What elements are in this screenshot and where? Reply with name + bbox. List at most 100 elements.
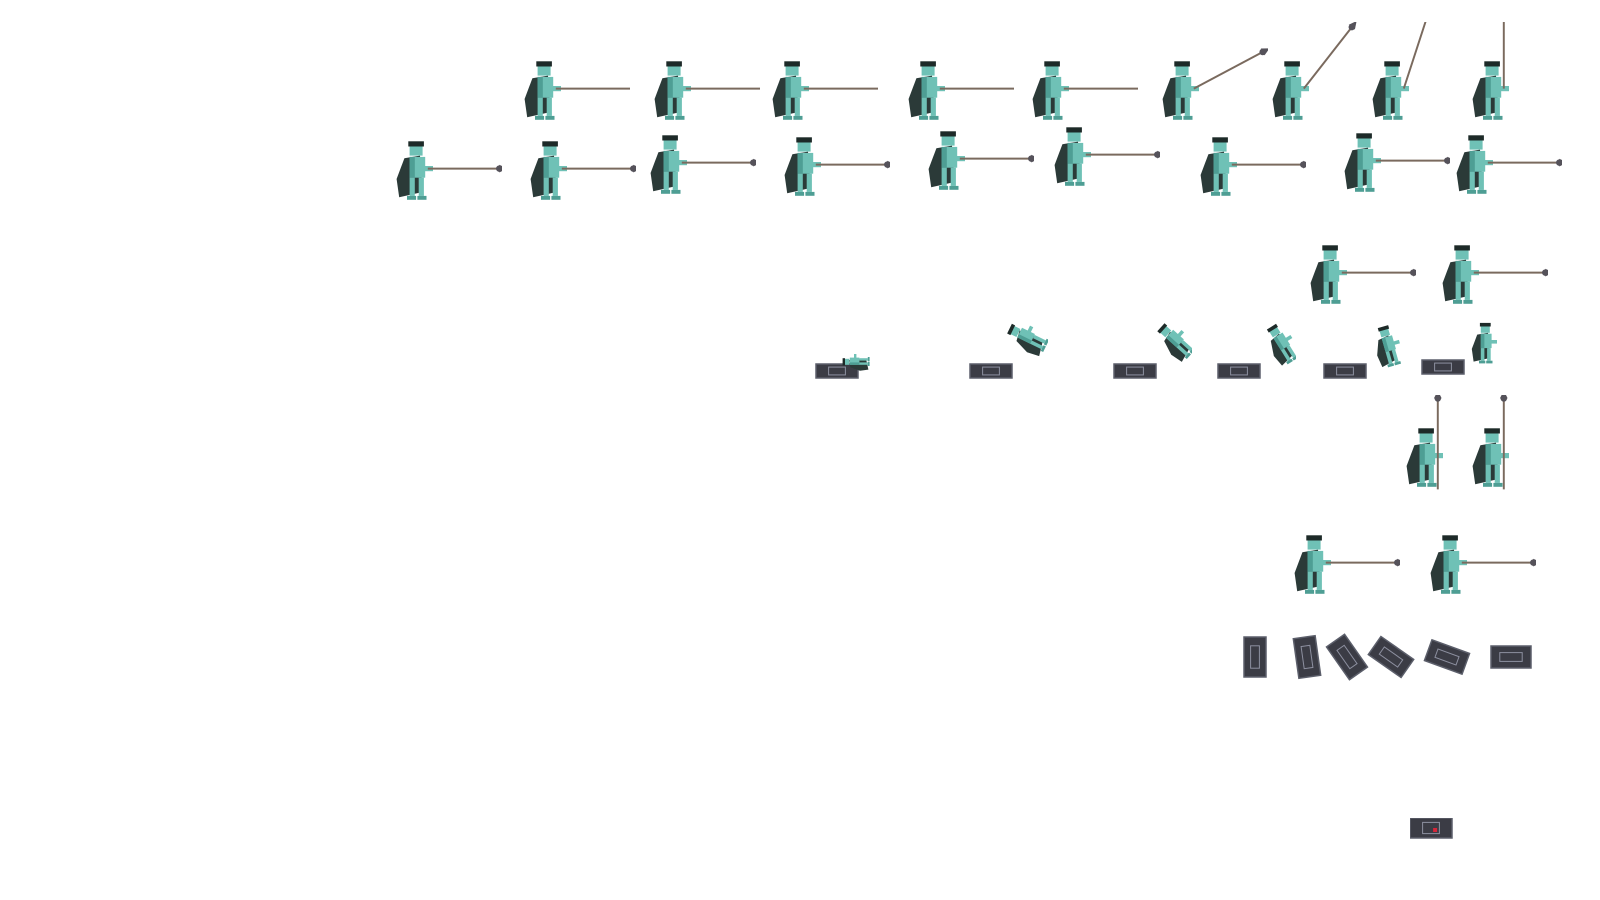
death-shield-fall-frame — [1421, 322, 1497, 375]
leg — [1213, 173, 1219, 192]
shield-tumble-frame — [1490, 645, 1532, 669]
leg — [1180, 340, 1192, 352]
shield — [1367, 635, 1415, 679]
shield — [815, 363, 859, 379]
lunge-attack-frame — [530, 141, 636, 200]
arm — [1176, 329, 1185, 338]
leg — [797, 173, 803, 192]
shield-emblem — [1434, 648, 1460, 666]
raise-spear-frame — [1472, 22, 1509, 120]
hit-mark — [1433, 828, 1438, 832]
arm — [556, 166, 567, 172]
leg — [418, 177, 424, 196]
death-shield-fall-frame — [815, 353, 870, 379]
lunge-attack-frame — [650, 135, 756, 194]
leg — [1323, 281, 1329, 300]
leg — [1054, 97, 1060, 116]
shield-tumble-frame — [1325, 633, 1369, 681]
torso — [1165, 329, 1184, 348]
ready-stance-frame — [1310, 245, 1416, 304]
lunge-attack-frame — [1456, 135, 1562, 194]
leg — [1286, 345, 1296, 358]
leg — [1394, 97, 1400, 116]
shield-emblem — [1422, 821, 1440, 835]
raise-spear-frame — [1372, 22, 1427, 120]
leg — [930, 97, 936, 116]
shield — [1323, 363, 1367, 379]
leg — [859, 362, 868, 365]
raise-spear-frame — [1272, 22, 1357, 120]
leg — [941, 167, 947, 186]
shield-emblem — [1434, 362, 1452, 372]
raise-spear-frame — [524, 61, 630, 120]
shield-emblem — [1250, 645, 1260, 669]
shield-emblem — [828, 366, 846, 376]
shield-tumble-frame — [1423, 638, 1471, 676]
death-shield-fall-frame — [1323, 325, 1402, 379]
leg — [859, 358, 868, 361]
arm — [954, 156, 965, 162]
arm — [1489, 340, 1497, 344]
leg — [1494, 97, 1500, 116]
leg — [1175, 97, 1181, 116]
raise-spear-frame — [1162, 48, 1268, 120]
leg — [1452, 571, 1458, 590]
leg — [1222, 173, 1228, 192]
arm — [1298, 86, 1309, 92]
leg — [1469, 171, 1475, 190]
spear-shaft — [1402, 22, 1427, 89]
arm — [1391, 339, 1400, 346]
arm — [1468, 270, 1479, 276]
lunge-attack-frame — [1200, 137, 1306, 196]
death-shield-fall-frame — [1113, 323, 1192, 379]
shield — [1423, 638, 1471, 676]
arm — [1058, 86, 1069, 92]
leg — [1032, 334, 1046, 344]
arm — [810, 162, 821, 168]
block-stance-frame — [1430, 535, 1536, 594]
arm — [1370, 158, 1381, 164]
leg — [1030, 340, 1044, 350]
leg — [1480, 348, 1485, 361]
arm — [1284, 334, 1293, 342]
lunge-attack-frame — [928, 131, 1034, 190]
raise-spear-frame — [908, 61, 1014, 120]
leg — [1391, 349, 1399, 363]
shield — [1490, 645, 1532, 669]
leg — [1307, 571, 1313, 590]
leg — [672, 171, 678, 190]
shield — [1325, 633, 1369, 681]
shield-tumble-frame — [1367, 635, 1415, 679]
leg — [1485, 464, 1491, 483]
shield-emblem — [1378, 646, 1404, 668]
idle-spear-upright-frame — [1406, 395, 1443, 490]
raise-spear-frame — [654, 61, 760, 120]
leg — [950, 167, 956, 186]
shield — [1421, 359, 1465, 375]
leg — [1487, 348, 1491, 361]
lunge-attack-frame — [784, 137, 890, 196]
leg — [543, 177, 549, 196]
leg — [921, 97, 927, 116]
lunge-attack-frame — [1054, 127, 1160, 186]
spear-shaft — [1193, 51, 1264, 90]
leg — [1419, 464, 1425, 483]
arm — [1456, 560, 1467, 566]
lunge-attack-frame — [1344, 133, 1450, 192]
leg — [537, 97, 543, 116]
leg — [409, 177, 415, 196]
leg — [663, 171, 669, 190]
shield — [1410, 818, 1453, 839]
arm — [676, 160, 687, 166]
arm — [1336, 270, 1347, 276]
leg — [546, 97, 552, 116]
arm — [422, 166, 433, 172]
shield-emblem — [1336, 366, 1354, 376]
arm — [1320, 560, 1331, 566]
torso — [1273, 332, 1291, 351]
leg — [1478, 171, 1484, 190]
leg — [1316, 571, 1322, 590]
arm — [550, 86, 561, 92]
leg — [1045, 97, 1051, 116]
